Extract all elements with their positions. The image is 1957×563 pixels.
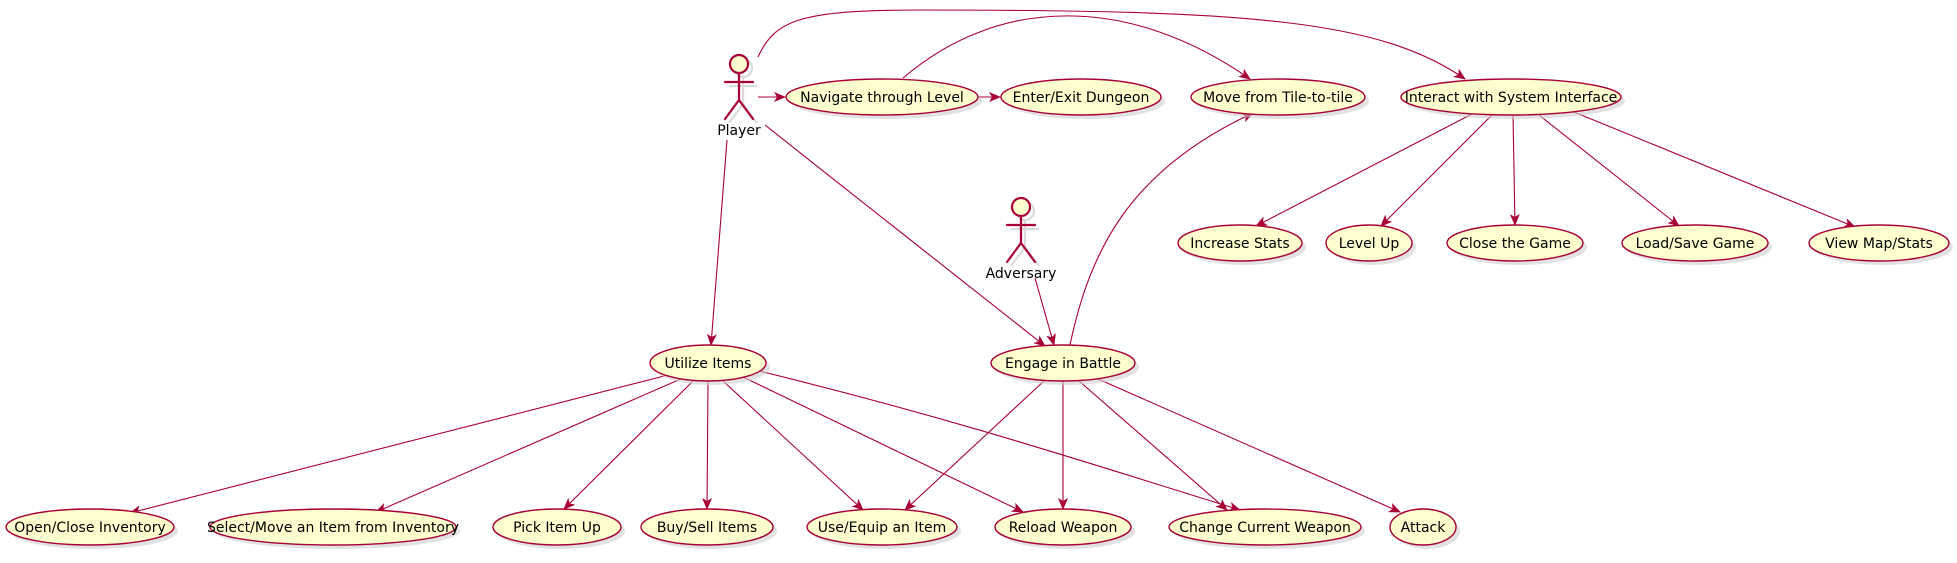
use-case-battle: Engage in Battle	[990, 344, 1139, 385]
relation-utilize-to-equip	[722, 380, 864, 511]
actor-label: Adversary	[986, 266, 1057, 282]
relation-utilize-to-buysell	[702, 380, 713, 510]
use-case-ellipse	[1389, 508, 1457, 546]
use-case-ellipse	[785, 78, 979, 116]
relation-interact-to-stats	[1255, 113, 1473, 227]
use-case-change: Change Current Weapon	[1168, 508, 1365, 549]
use-case-loadsave: Load/Save Game	[1621, 224, 1772, 265]
use-case-label: Move from Tile-to-tile	[1203, 90, 1353, 106]
use-case-viewmap: View Map/Stats	[1808, 224, 1953, 265]
relation-battle-to-move	[1069, 112, 1254, 346]
use-case-ellipse	[994, 508, 1132, 546]
use-case-selectmove: Select/Move an Item from Inventory	[207, 508, 460, 549]
use-case-pickup: Pick Item Up	[492, 508, 625, 549]
use-case-utilize: Utilize Items	[649, 344, 770, 385]
relation-utilize-to-pickup	[563, 380, 694, 510]
actor-head	[1010, 196, 1032, 218]
actor-label: Player	[717, 123, 761, 139]
use-case-ellipse	[1400, 78, 1622, 116]
actor-player: Player	[717, 53, 761, 139]
use-case-ellipse	[1000, 78, 1162, 116]
use-case-reload: Reload Weapon	[994, 508, 1135, 549]
relation-interact-to-viewmap	[1573, 111, 1856, 228]
relation-battle-to-change	[1078, 380, 1228, 511]
use-case-interact: Interact with System Interface	[1400, 78, 1625, 119]
relation-utilize-to-change	[758, 370, 1241, 512]
use-case-levelup: Level Up	[1325, 224, 1416, 265]
relation-player-to-interact	[757, 9, 1466, 80]
relation-utilize-to-reload	[742, 376, 1024, 513]
use-case-label: Use/Equip an Item	[818, 520, 946, 536]
use-case-label: Pick Item Up	[513, 520, 601, 536]
use-case-stats: Increase Stats	[1177, 224, 1306, 265]
use-case-ellipse	[990, 344, 1136, 382]
actor-body	[723, 71, 755, 121]
relation-player-to-battle	[764, 124, 1046, 347]
relation-utilize-to-inventory	[129, 374, 669, 516]
use-case-ellipse	[806, 508, 958, 546]
use-case-inventory: Open/Close Inventory	[5, 508, 178, 549]
use-case-label: View Map/Stats	[1825, 236, 1933, 252]
use-case-label: Select/Move an Item from Inventory	[207, 520, 459, 536]
use-case-attack: Attack	[1389, 508, 1460, 549]
relation-utilize-to-selectmove	[375, 377, 684, 513]
relation-navigate-to-move	[902, 15, 1251, 80]
use-case-navigate: Navigate through Level	[785, 78, 982, 119]
use-case-label: Navigate through Level	[800, 90, 964, 106]
use-case-ellipse	[1446, 224, 1584, 262]
use-case-label: Level Up	[1339, 236, 1400, 252]
relation-interact-to-close	[1509, 114, 1520, 226]
use-case-label: Open/Close Inventory	[14, 520, 166, 536]
relation-interact-to-levelup	[1380, 114, 1493, 227]
use-case-ellipse	[209, 508, 457, 546]
use-case-label: Reload Weapon	[1009, 520, 1118, 536]
use-case-ellipse	[1177, 224, 1303, 262]
use-case-ellipse	[492, 508, 622, 546]
nodes-layer: Navigate through Level Enter/Exit Dungeon…	[5, 53, 1953, 549]
use-case-label: Attack	[1401, 520, 1447, 536]
use-case-dungeon: Enter/Exit Dungeon	[1000, 78, 1165, 119]
relations-layer	[129, 9, 1856, 516]
actor-adversary: Adversary	[986, 196, 1057, 282]
actor-body	[1005, 214, 1037, 264]
use-case-label: Increase Stats	[1190, 236, 1289, 252]
use-case-label: Change Current Weapon	[1179, 520, 1351, 536]
use-case-label: Interact with System Interface	[1405, 90, 1618, 106]
use-case-label: Engage in Battle	[1005, 356, 1121, 372]
use-case-ellipse	[1190, 78, 1366, 116]
use-case-label: Enter/Exit Dungeon	[1013, 90, 1150, 106]
use-case-label: Close the Game	[1459, 236, 1571, 252]
use-case-label: Buy/Sell Items	[657, 520, 757, 536]
use-case-close: Close the Game	[1446, 224, 1587, 265]
use-case-move: Move from Tile-to-tile	[1190, 78, 1369, 119]
relation-battle-to-attack	[1097, 378, 1401, 513]
use-case-ellipse	[649, 344, 767, 382]
use-case-ellipse	[5, 508, 175, 546]
use-case-ellipse	[1325, 224, 1413, 262]
use-case-ellipse	[640, 508, 774, 546]
use-case-ellipse	[1168, 508, 1362, 546]
use-case-equip: Use/Equip an Item	[806, 508, 961, 549]
use-case-buysell: Buy/Sell Items	[640, 508, 777, 549]
relation-interact-to-loadsave	[1538, 114, 1680, 227]
relation-adversary-to-battle	[1034, 277, 1056, 346]
use-case-ellipse	[1621, 224, 1769, 262]
actor-head	[728, 53, 750, 75]
use-case-label: Utilize Items	[665, 356, 752, 372]
use-case-ellipse	[1808, 224, 1950, 262]
relation-player-to-utilize	[706, 139, 728, 346]
relation-battle-to-equip	[904, 380, 1045, 511]
use-case-label: Load/Save Game	[1636, 236, 1755, 252]
